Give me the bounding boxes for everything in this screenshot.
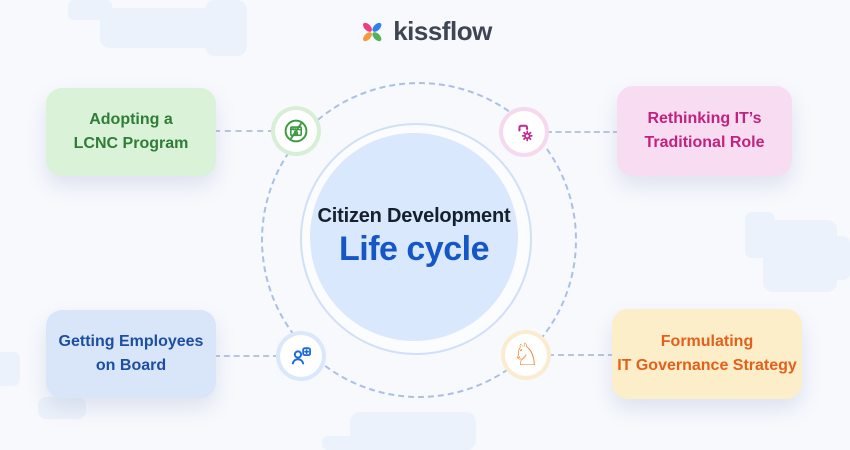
center-title: Citizen Development (317, 205, 511, 227)
card-adopting-lcnc-program: Adopting a LCNC Program (46, 88, 216, 176)
center-subtitle: Life cycle (339, 230, 489, 268)
connector-onboarding (214, 355, 279, 357)
connector-rethinking (546, 131, 619, 133)
no-code-app-icon (284, 119, 308, 143)
card-onboarding-line1: Getting Employees (58, 333, 204, 350)
lifecycle-dashed-ring (261, 82, 577, 398)
card-rethinking-line1: Rethinking IT’s (647, 110, 762, 127)
add-user-icon (291, 347, 312, 365)
card-adopting-line1: Adopting a (89, 111, 173, 128)
connector-adopting (214, 130, 274, 132)
background-shape (826, 236, 850, 280)
node-rethinking-disc (503, 111, 545, 153)
background-shape (68, 0, 112, 20)
node-governance-disc: ♘ (505, 334, 547, 376)
connector-governance (548, 354, 614, 356)
background-shape (205, 0, 247, 56)
process-loop-gear-icon (518, 124, 533, 142)
chess-knight-icon: ♘ (512, 336, 540, 373)
node-adopting-disc (275, 110, 317, 152)
kissflow-logo-mark (363, 22, 382, 41)
background-shape (38, 397, 86, 419)
card-rethinking-it-role: Rethinking IT’s Traditional Role (617, 86, 792, 176)
card-it-governance-strategy: Formulating IT Governance Strategy (612, 309, 802, 399)
background-shape (0, 352, 20, 386)
card-governance-line1: Formulating (660, 333, 754, 350)
card-rethinking-line2: Traditional Role (644, 134, 765, 151)
card-onboarding-line2: on Board (95, 357, 167, 374)
background-shape (763, 220, 837, 292)
kissflow-logo-text: kissflow (393, 16, 492, 46)
node-governance: ♘ (501, 330, 551, 380)
node-adopting (271, 106, 321, 156)
card-governance-line2: IT Governance Strategy (617, 357, 797, 374)
background-shape (322, 436, 384, 450)
card-getting-employees-on-board: Getting Employees on Board (46, 310, 216, 398)
background-shape (100, 8, 212, 48)
node-rethinking (499, 107, 549, 157)
center-circle: Citizen Development Life cycle (310, 133, 518, 341)
card-adopting-line2: LCNC Program (73, 135, 189, 152)
kissflow-logo: kissflow (358, 16, 492, 47)
node-onboarding-disc (280, 335, 322, 377)
node-onboarding (276, 331, 326, 381)
